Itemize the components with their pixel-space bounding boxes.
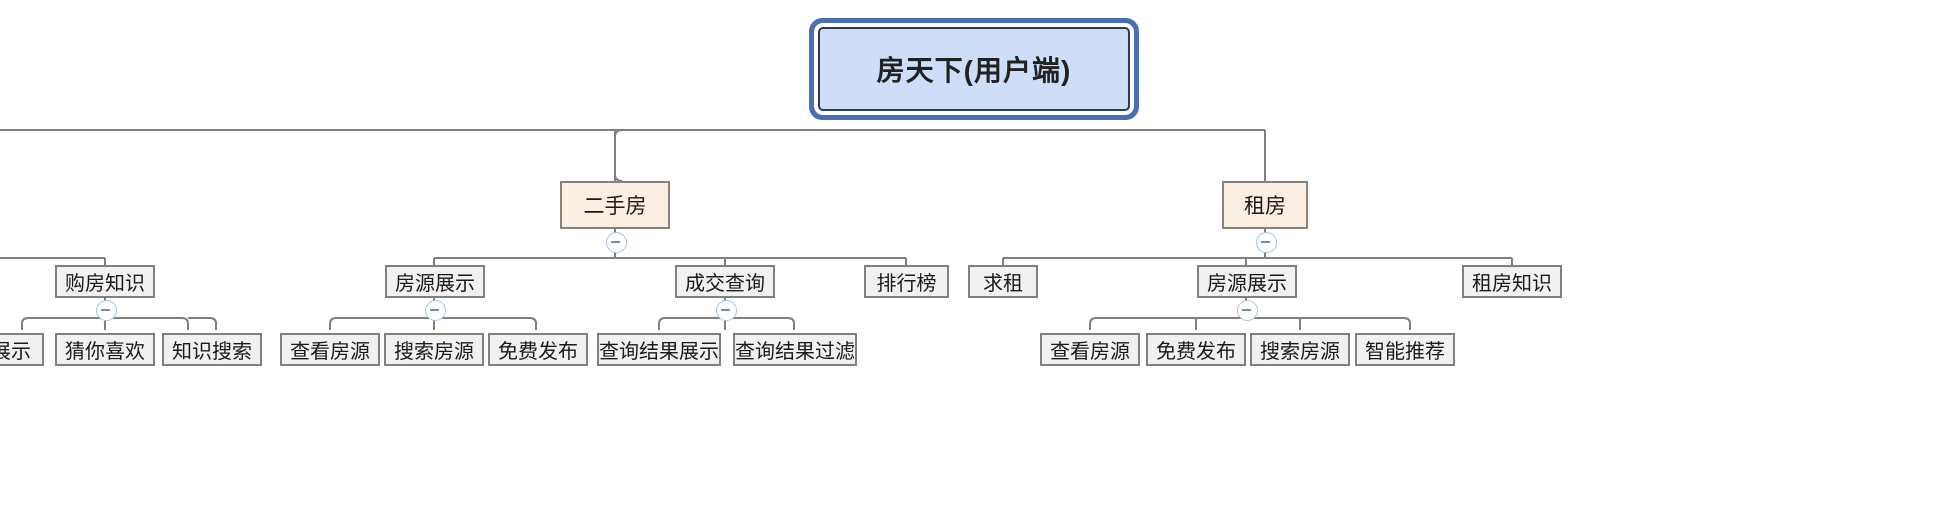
collapse-toggle-ershoufang[interactable] <box>606 232 627 253</box>
node-root[interactable]: 房天下(用户端) <box>818 27 1130 111</box>
node-cainixihuan[interactable]: 猜你喜欢 <box>55 333 155 366</box>
node-paihangbang[interactable]: 排行榜 <box>864 265 949 298</box>
node-fangyuan-zhanshi-zufang[interactable]: 房源展示 <box>1197 265 1297 298</box>
node-chaxun-jieguo-zhanshi[interactable]: 查询结果展示 <box>597 333 721 366</box>
node-fangyuan-zhanshi-ershoufang[interactable]: 房源展示 <box>385 265 485 298</box>
node-chengjiao-chaxun[interactable]: 成交查询 <box>675 265 775 298</box>
collapse-toggle-zufang[interactable] <box>1256 232 1277 253</box>
collapse-toggle-fangyuan-zhanshi-zufang[interactable] <box>1237 300 1258 321</box>
node-qiuzu[interactable]: 求租 <box>968 265 1038 298</box>
node-zhishi-sousuo[interactable]: 知识搜索 <box>162 333 262 366</box>
node-mianfei-fabu-ershoufang[interactable]: 免费发布 <box>488 333 588 366</box>
node-ershoufang[interactable]: 二手房 <box>560 181 670 229</box>
node-zhineng-tuijian[interactable]: 智能推荐 <box>1355 333 1455 366</box>
node-zufang[interactable]: 租房 <box>1222 181 1308 229</box>
collapse-toggle-fangyuan-zhanshi-ershoufang[interactable] <box>425 300 446 321</box>
collapse-toggle-goufang-zhishi[interactable] <box>96 300 117 321</box>
node-chaxun-jieguo-guolv[interactable]: 查询结果过滤 <box>733 333 857 366</box>
node-zhanshi-clipped[interactable]: 展示 <box>0 333 44 366</box>
node-chakan-fangyuan-ershoufang[interactable]: 查看房源 <box>280 333 380 366</box>
node-goufang-zhishi[interactable]: 购房知识 <box>55 265 155 298</box>
node-sousuo-fangyuan-ershoufang[interactable]: 搜索房源 <box>384 333 484 366</box>
node-zufang-zhishi[interactable]: 租房知识 <box>1462 265 1562 298</box>
node-mianfei-fabu-zufang[interactable]: 免费发布 <box>1146 333 1246 366</box>
node-sousuo-fangyuan-zufang[interactable]: 搜索房源 <box>1250 333 1350 366</box>
node-chakan-fangyuan-zufang[interactable]: 查看房源 <box>1040 333 1140 366</box>
collapse-toggle-chengjiao-chaxun[interactable] <box>716 300 737 321</box>
